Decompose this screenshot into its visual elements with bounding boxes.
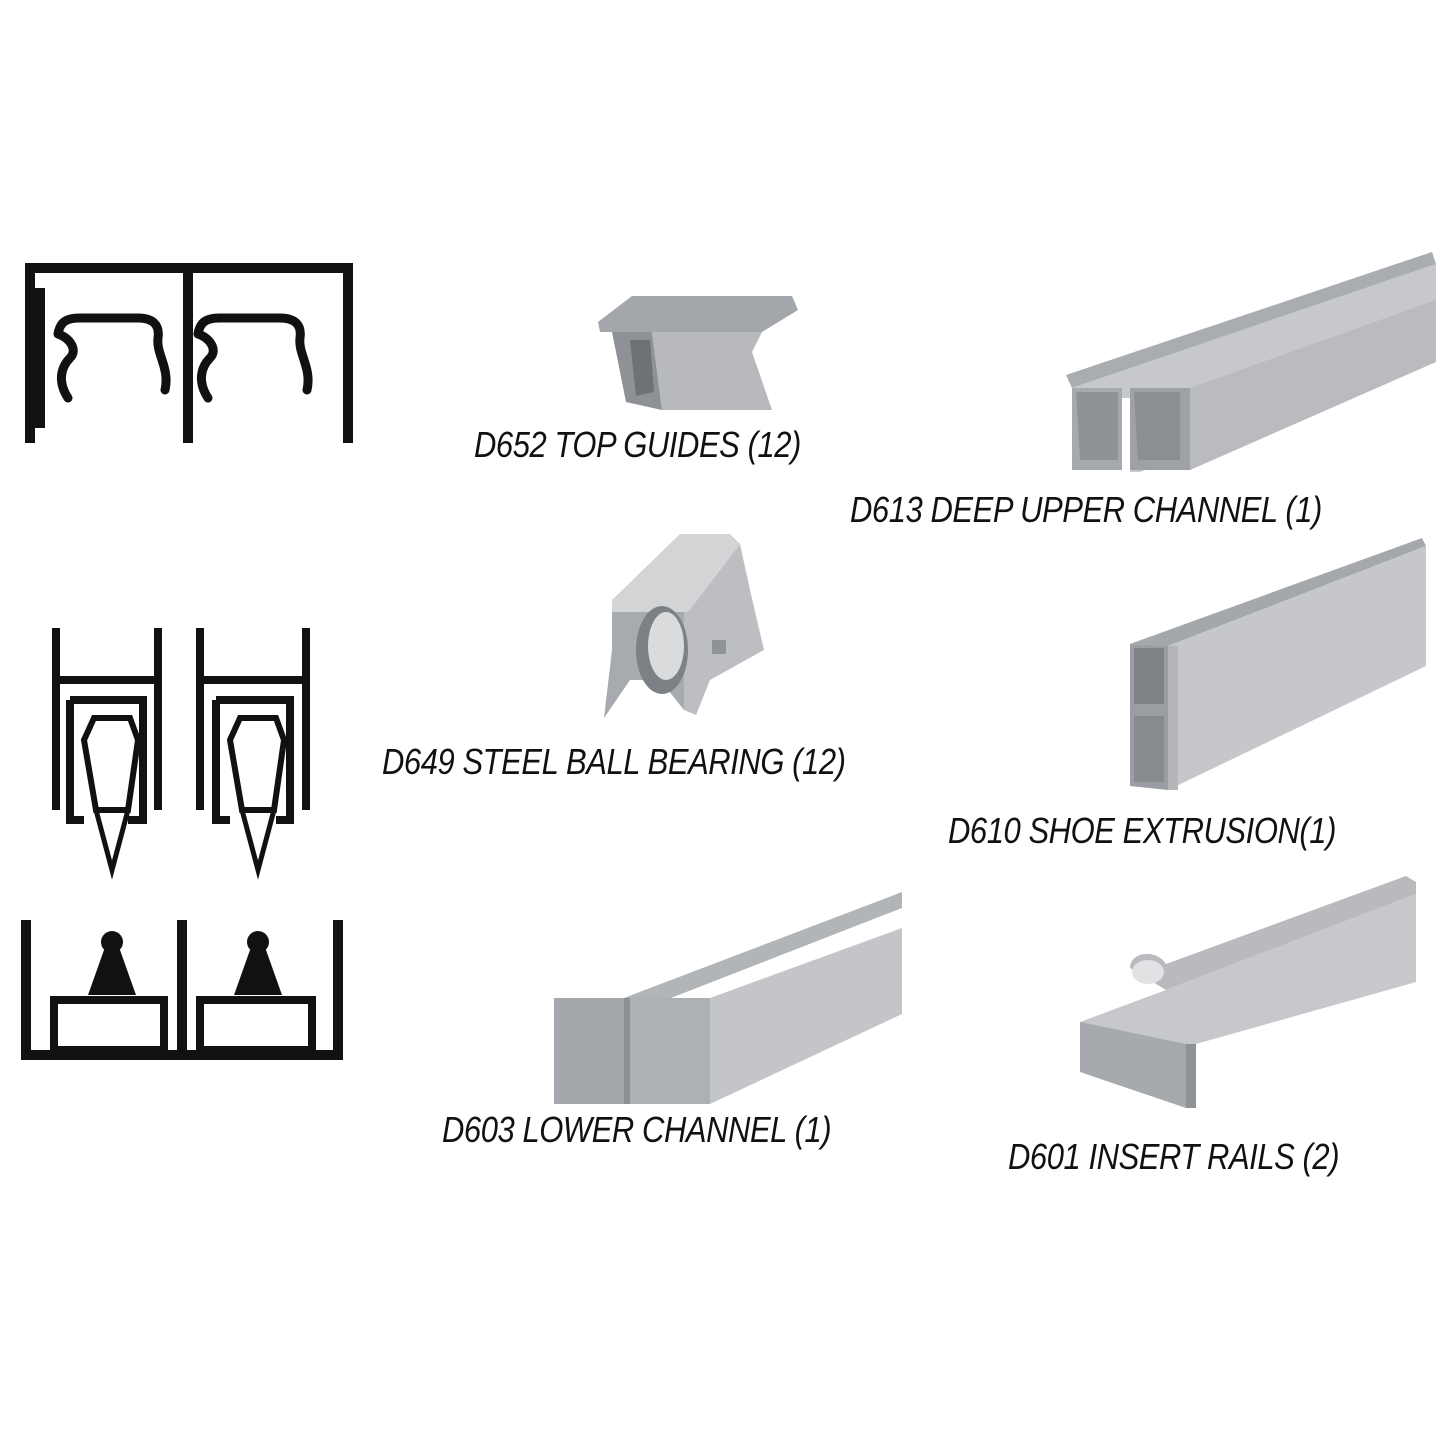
- top-guides-label: D652 TOP GUIDES (12): [474, 424, 801, 465]
- steel-ball-bearing-label: D649 STEEL BALL BEARING (12): [382, 741, 846, 782]
- insert-rails-illustration: [1080, 876, 1416, 1108]
- top-guide-illustration: [598, 296, 798, 410]
- deep-upper-channel-label: D613 DEEP UPPER CHANNEL (1): [850, 489, 1322, 530]
- shoe-extrusion-illustration: [1130, 538, 1426, 790]
- insert-rails-label: D601 INSERT RAILS (2): [1008, 1136, 1340, 1177]
- lower-track-cross-section-icon: [21, 628, 343, 1060]
- shoe-extrusion-label: D610 SHOE EXTRUSION(1): [948, 810, 1336, 851]
- upper-track-cross-section-icon: [25, 263, 353, 443]
- deep-upper-channel-illustration: [1066, 252, 1436, 472]
- steel-ball-bearing-illustration: [604, 534, 764, 718]
- lower-channel-label: D603 LOWER CHANNEL (1): [442, 1109, 832, 1150]
- lower-channel-illustration: [554, 892, 902, 1104]
